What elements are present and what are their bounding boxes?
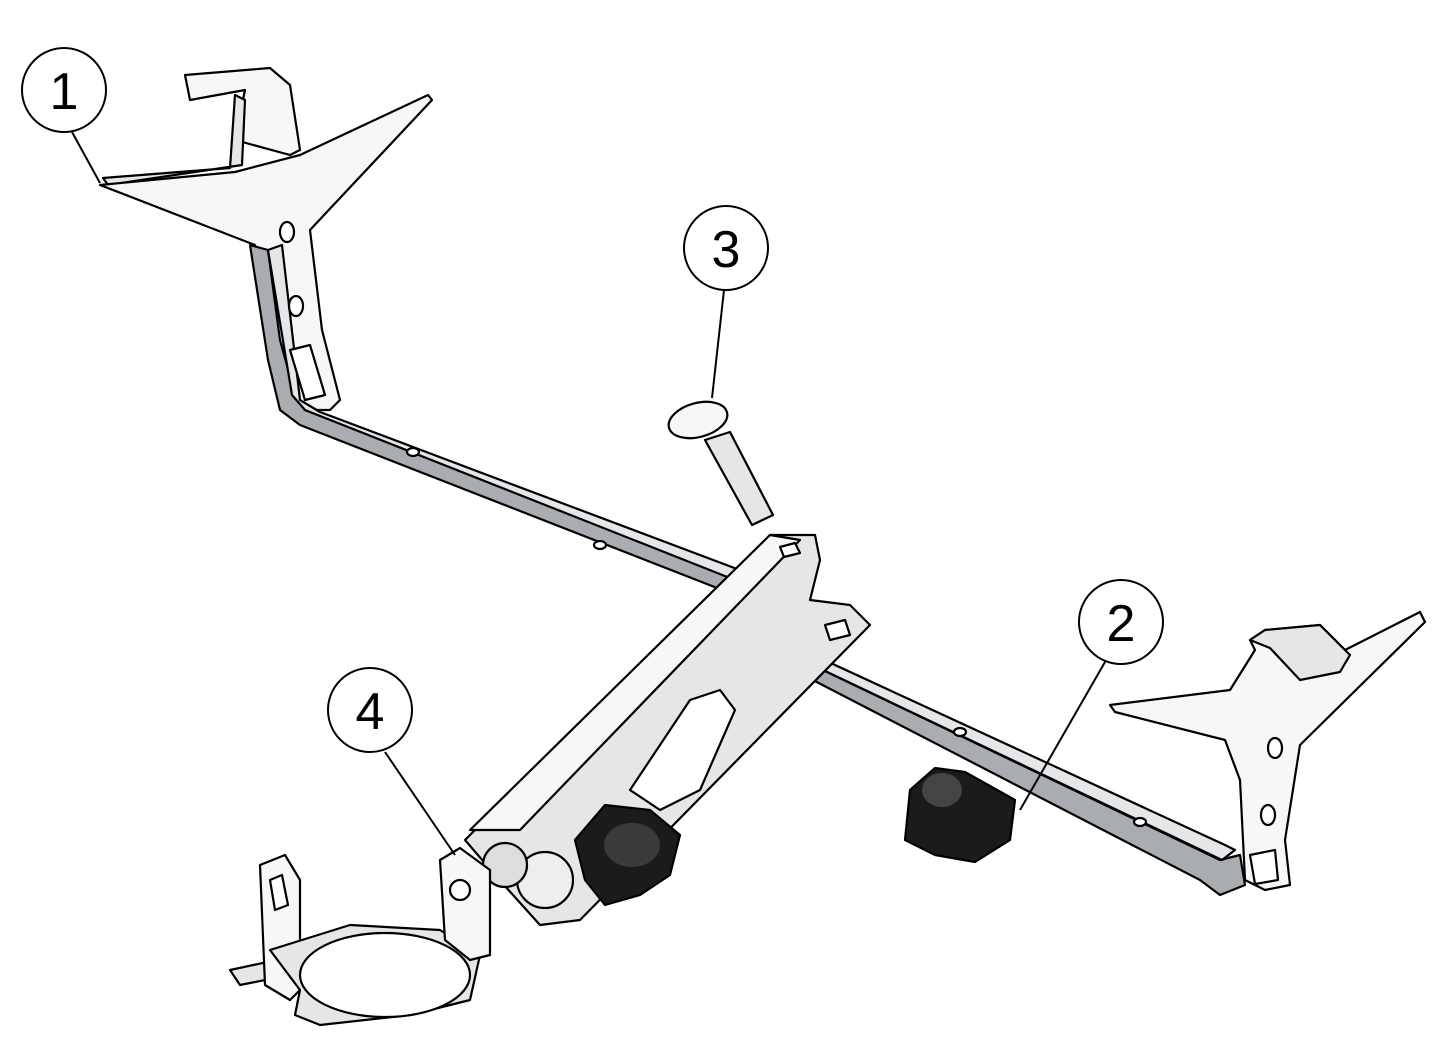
- callout-label: 3: [712, 221, 741, 279]
- knob-right: [903, 766, 1017, 864]
- callout-label: 2: [1107, 595, 1136, 653]
- leader-line-1: [71, 131, 101, 184]
- part-4-ring-bracket: [228, 846, 492, 1027]
- center-slide-plate: [463, 533, 872, 927]
- leader-line-2: [1019, 661, 1106, 811]
- part-3-carriage-bolt: [667, 400, 775, 527]
- leader-line-4: [384, 751, 456, 856]
- part-2-bracket: [743, 610, 1427, 897]
- callout-3: 3: [683, 205, 769, 291]
- leader-line-3: [711, 289, 725, 399]
- callout-2: 2: [1078, 579, 1164, 665]
- callout-1: 1: [21, 47, 107, 133]
- leader-lines: [71, 131, 1106, 856]
- callout-4: 4: [327, 667, 413, 753]
- part-1-bracket: [98, 66, 747, 597]
- knob-left: [573, 803, 682, 907]
- callout-label: 1: [50, 63, 79, 121]
- callout-label: 4: [356, 683, 385, 741]
